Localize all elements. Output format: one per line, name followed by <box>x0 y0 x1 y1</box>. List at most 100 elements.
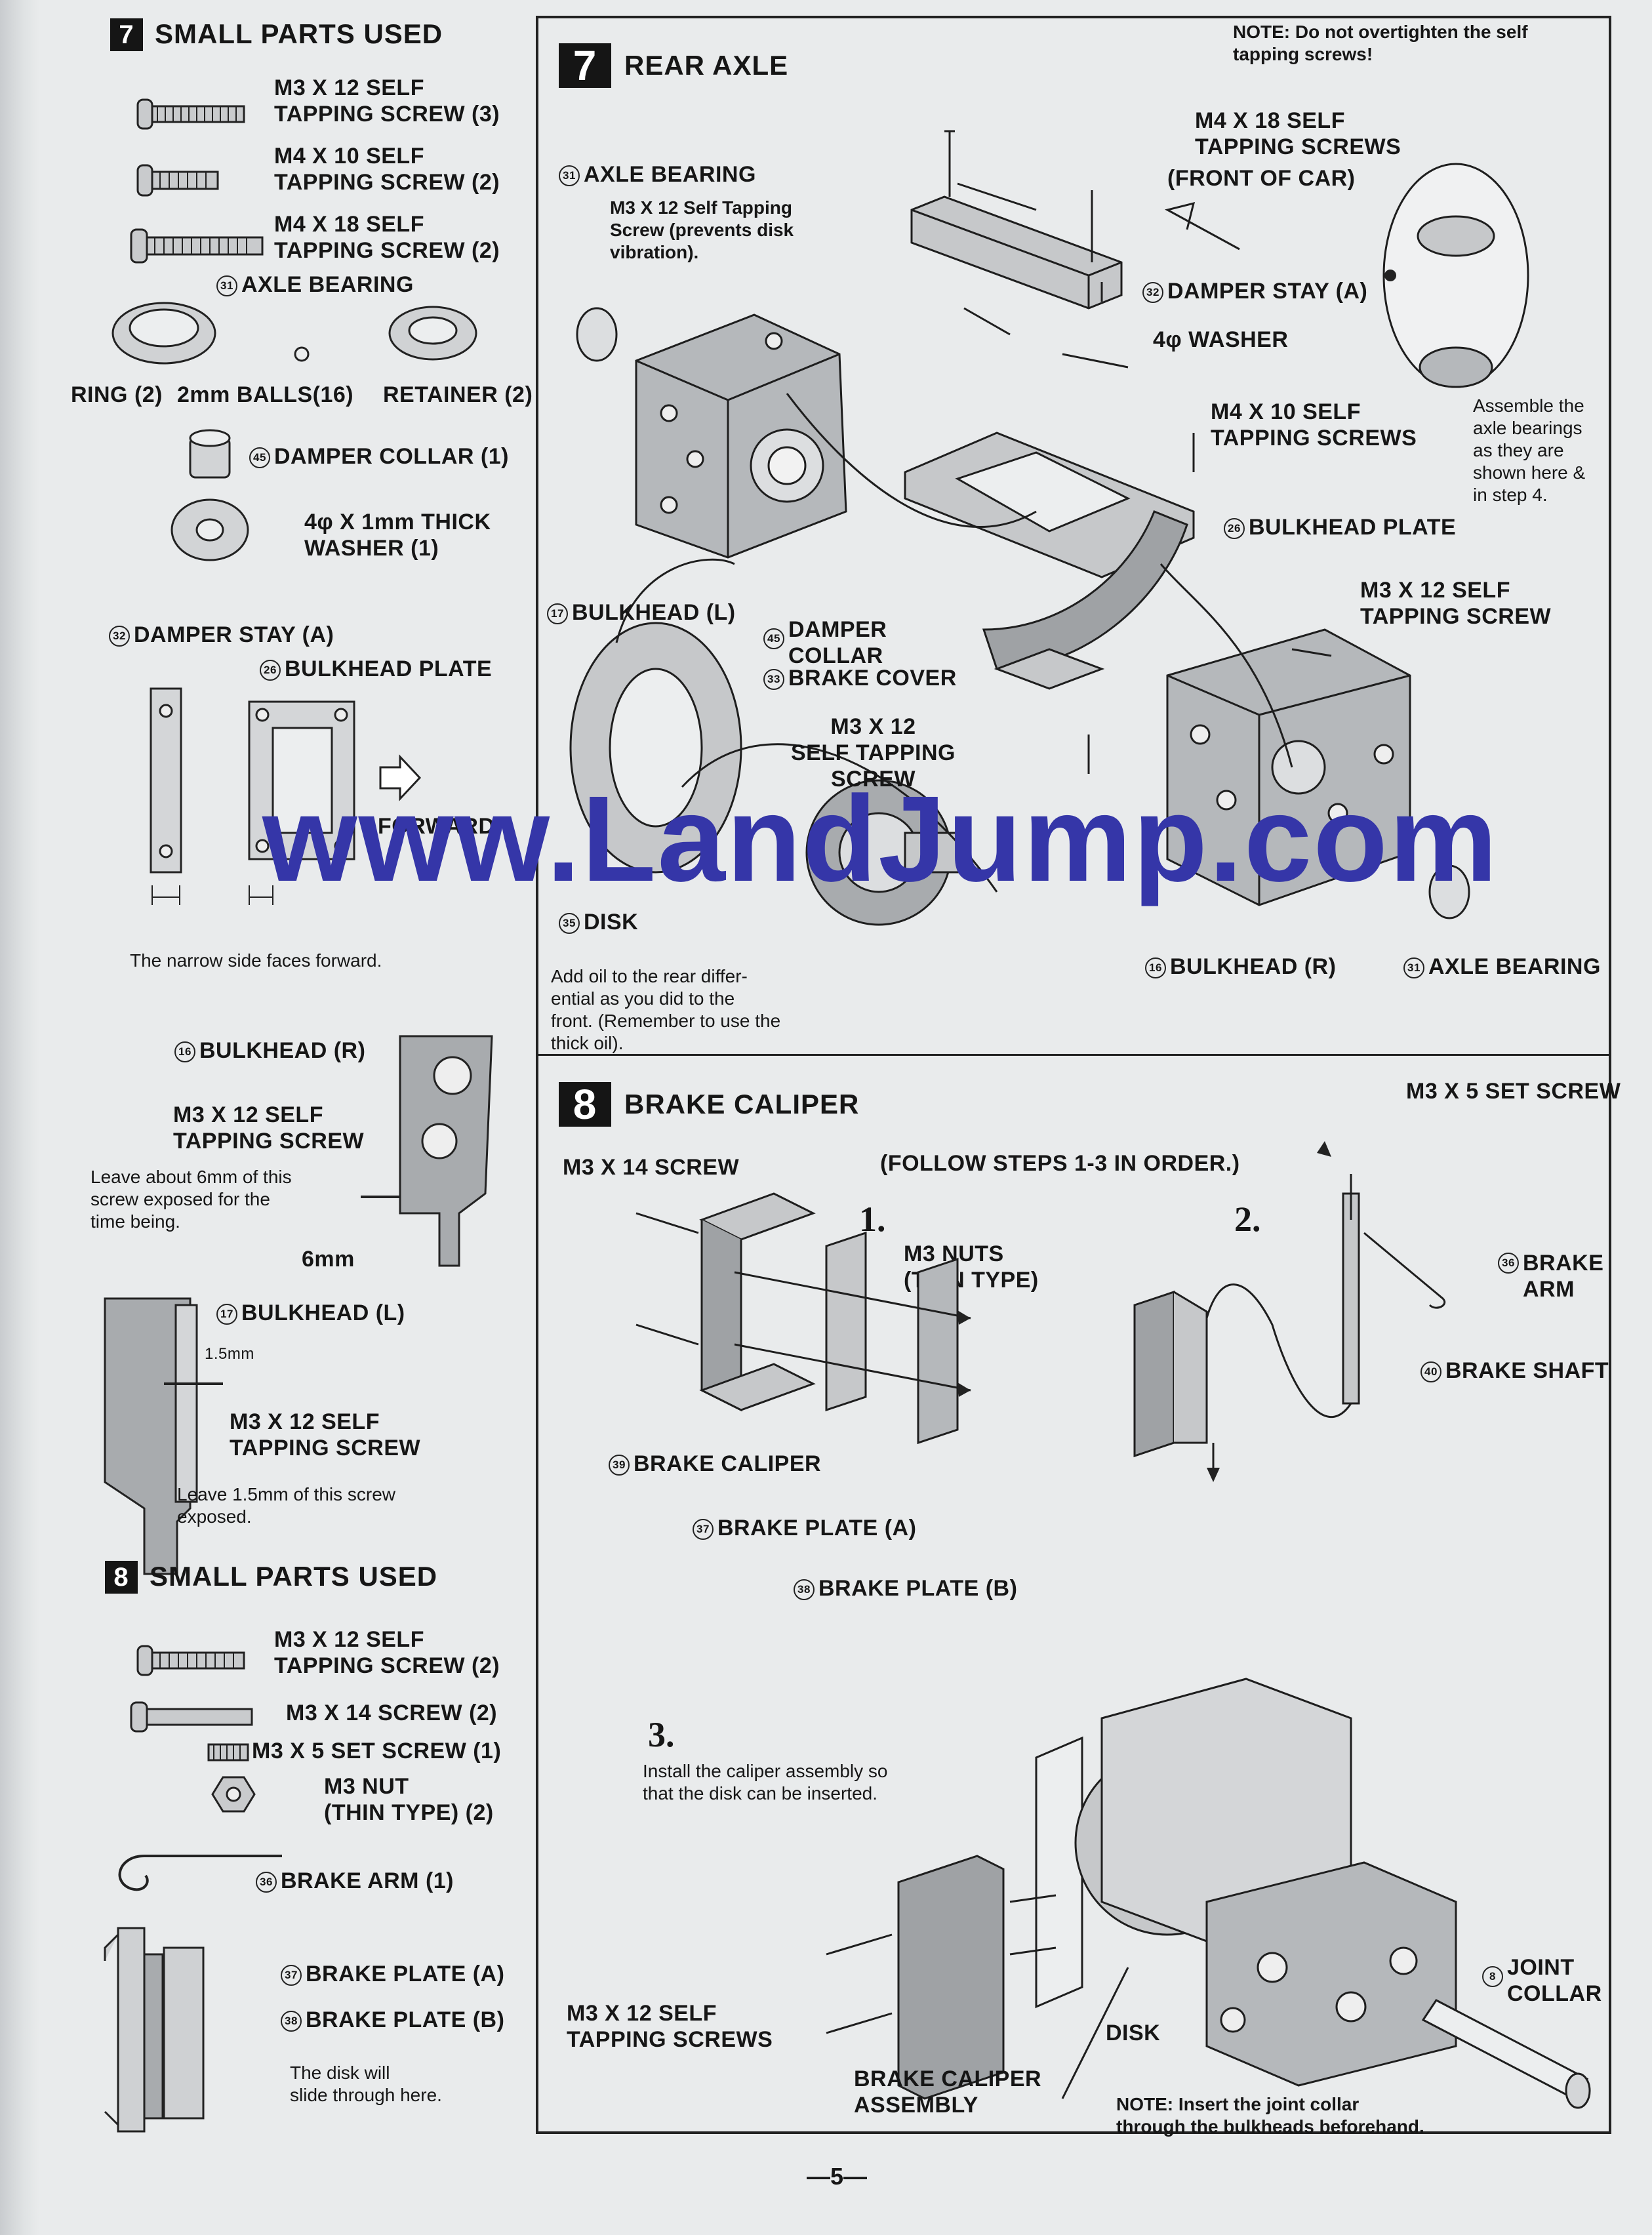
follow-steps-label: (FOLLOW STEPS 1-3 IN ORDER.) <box>880 1151 1240 1176</box>
sec8-m3x14: M3 X 14 SCREW (2) <box>286 1701 498 1725</box>
page-number: —5— <box>807 2163 868 2190</box>
part-number: 16 <box>174 1041 195 1063</box>
part-name: AXLE BEARING <box>1428 954 1601 979</box>
brake-caliper-title: BRAKE CALIPER <box>624 1089 860 1119</box>
part-name: BRAKE PLATE (A) <box>306 1962 505 1986</box>
part-number: 32 <box>109 626 130 647</box>
part-number: 31 <box>1403 957 1424 979</box>
part-name: BRAKE SHAFT <box>1445 1358 1609 1383</box>
part-name: DAMPER COLLAR <box>788 617 887 668</box>
6mm-label: 6mm <box>302 1247 355 1272</box>
front-of-car-label: (FRONT OF CAR) <box>1167 166 1356 191</box>
step-1-number: 1. <box>859 1199 886 1239</box>
brake-caliper-steps-1-2-diagram <box>635 1141 1445 1482</box>
step-badge: 8 <box>105 1561 138 1594</box>
brake-caliper-step-3-diagram <box>826 1678 1591 2109</box>
part-number: 36 <box>256 1872 277 1893</box>
add-oil-note: Add oil to the rear differ- ential as yo… <box>551 966 781 1053</box>
part-number: 38 <box>281 2011 302 2032</box>
part-washer: 4φ X 1mm THICK WASHER (1) <box>304 510 491 561</box>
sec8-m3x5: M3 X 5 SET SCREW (1) <box>252 1739 502 1763</box>
sec7-parts-heading: 7 SMALL PARTS USED <box>110 18 443 51</box>
part-name: BULKHEAD (L) <box>241 1300 405 1325</box>
part-number: 35 <box>559 913 580 935</box>
step3-disk-label: DISK <box>1106 2021 1161 2045</box>
step-2-number: 2. <box>1234 1199 1261 1239</box>
bulkhead-l-screw-label: M3 X 12 SELF TAPPING SCREW <box>230 1409 421 1460</box>
rear-axle-exploded-diagram <box>569 130 1529 926</box>
disk-slide-note: The disk will slide through here. <box>290 2063 442 2105</box>
part-name: BULKHEAD (R) <box>199 1038 366 1063</box>
part-number: 31 <box>216 275 237 297</box>
part-number: 17 <box>547 603 568 625</box>
disk-vibration-note: M3 X 12 Self Tapping Screw (prevents dis… <box>610 197 794 262</box>
part-name: BRAKE PLATE (B) <box>818 1576 1018 1601</box>
part-name: BRAKE PLATE (A) <box>717 1516 917 1540</box>
part-name: BULKHEAD (L) <box>572 600 736 625</box>
part-name: DISK <box>584 910 639 935</box>
part-name: BRAKE ARM <box>1523 1251 1604 1302</box>
step-badge: 7 <box>559 43 611 88</box>
sec8-m3nut: M3 NUT (THIN TYPE) (2) <box>324 1774 494 1825</box>
part-name: BRAKE PLATE (B) <box>306 2007 505 2032</box>
part-name: JOINT COLLAR <box>1507 1955 1602 2006</box>
part-number: 45 <box>249 447 270 469</box>
part-name: AXLE BEARING <box>241 272 414 297</box>
collar-washer-illustration <box>171 429 249 561</box>
part-balls: 2mm BALLS(16) <box>177 382 354 407</box>
part-name: BULKHEAD PLATE <box>1249 515 1457 540</box>
m3x5-set-screw-label: M3 X 5 SET SCREW <box>1406 1079 1621 1104</box>
part-number: 37 <box>281 1965 302 1986</box>
brake-arm-illustration <box>118 1855 282 1891</box>
bulkhead-r-screw-label: M3 X 12 SELF TAPPING SCREW <box>173 1102 365 1154</box>
instruction-frame <box>536 16 1611 2134</box>
part-number: 38 <box>794 1579 815 1601</box>
part-number: 45 <box>763 628 784 649</box>
narrow-side-note: The narrow side faces forward. <box>130 950 382 971</box>
screw-illustrations-7 <box>130 98 264 264</box>
leave-6mm-note: Leave about 6mm of this screw exposed fo… <box>91 1167 292 1232</box>
m4x18-label: M4 X 18 SELF TAPPING SCREWS <box>1195 108 1401 159</box>
step-badge: 7 <box>110 18 143 51</box>
screw-illustrations-8 <box>130 1645 256 1813</box>
washer-label: 4φ WASHER <box>1153 327 1289 352</box>
part-name: BRAKE ARM (1) <box>281 1868 454 1893</box>
part-number: 26 <box>1224 518 1245 540</box>
sec8-parts-heading: 8 SMALL PARTS USED <box>105 1561 437 1594</box>
sec8-parts-title: SMALL PARTS USED <box>150 1561 438 1592</box>
part-number: 32 <box>1142 282 1163 304</box>
part-ring: RING (2) <box>71 382 163 407</box>
rear-axle-title: REAR AXLE <box>624 50 789 81</box>
bulkhead-r-illustration <box>361 1035 493 1267</box>
part-number: 39 <box>609 1455 630 1476</box>
page-binding-shadow <box>0 0 39 2235</box>
overtighten-note: NOTE: Do not overtighten the self tappin… <box>1233 22 1528 64</box>
forward-label: FORWARD <box>378 814 495 839</box>
part-m4x18: M4 X 18 SELF TAPPING SCREW (2) <box>274 212 500 263</box>
m4x10-label: M4 X 10 SELF TAPPING SCREWS <box>1211 399 1417 451</box>
rear-axle-heading: 7 REAR AXLE <box>559 43 788 88</box>
sec7-parts-title: SMALL PARTS USED <box>155 18 443 49</box>
watermark: www.LandJump.com <box>262 771 1499 907</box>
